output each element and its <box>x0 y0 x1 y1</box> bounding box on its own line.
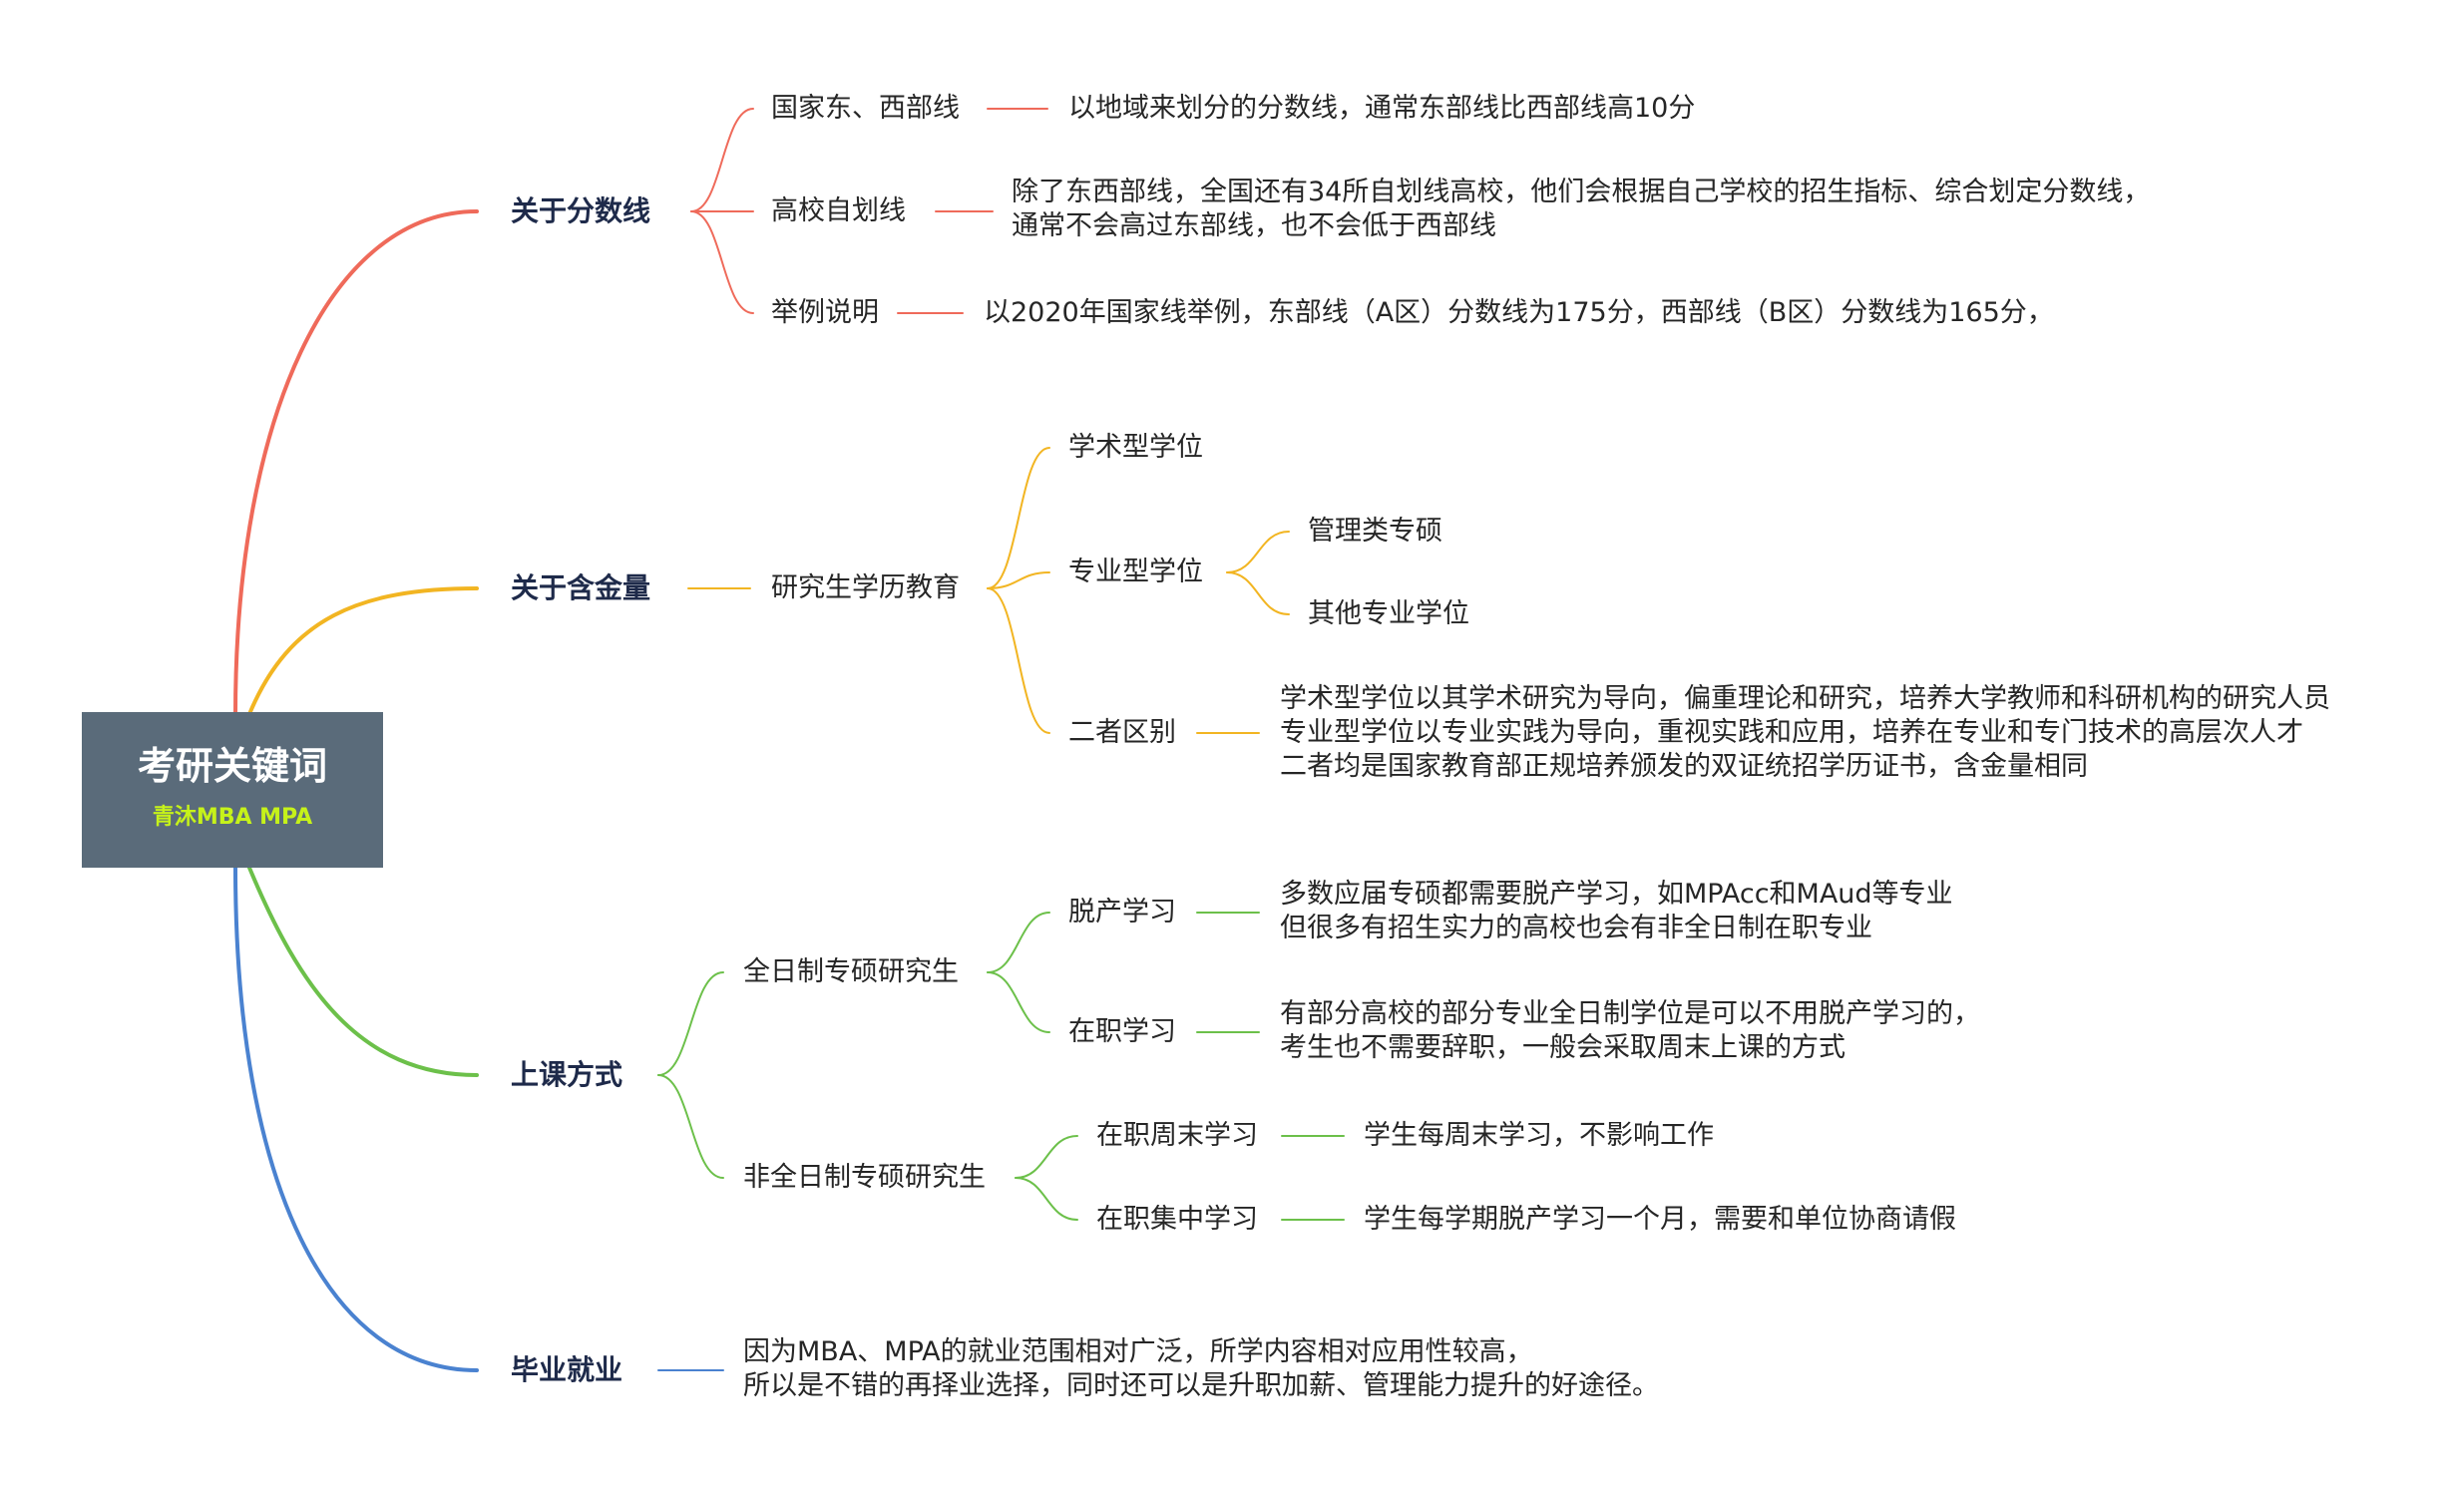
wire-class-pt-2 <box>1015 1177 1078 1221</box>
class-fulltime-offjob[interactable]: 脱产学习 <box>1068 897 1176 928</box>
wire-root-value <box>247 586 479 716</box>
class-parttime-concentrated-desc: 学生每学期脱产学习一个月，需要和单位协商请假 <box>1364 1204 1956 1235</box>
score-self-desc-line-1: 除了东西部线，全国还有34所自划线高校，他们会根据自己学校的招生指标、综合划定分… <box>1012 177 2151 207</box>
branch-value[interactable]: 关于含金量 <box>511 571 651 604</box>
class-parttime-weekend[interactable]: 在职周末学习 <box>1096 1120 1258 1151</box>
value-postgrad-education[interactable]: 研究生学历教育 <box>771 572 960 603</box>
score-item-example[interactable]: 举例说明 <box>771 297 879 328</box>
wire-class-parttime <box>657 1074 724 1179</box>
root-title: 考研关键词 <box>137 744 327 788</box>
class-fulltime[interactable]: 全日制专硕研究生 <box>743 956 959 987</box>
root-subtitle: 青沐MBA MPA <box>152 805 313 830</box>
employment-line-1: 因为MBA、MPA的就业范围相对广泛，所学内容相对应用性较高， <box>743 1336 1533 1367</box>
score-item-east-west-desc: 以地域来划分的分数线，通常东部线比西部线高10分 <box>1068 93 1696 124</box>
value-professional-management[interactable]: 管理类专硕 <box>1308 516 1442 547</box>
score-item-self-desc: 除了东西部线，全国还有34所自划线高校，他们会根据自己学校的招生指标、综合划定分… <box>1012 176 2150 243</box>
value-diff-line-1: 学术型学位以其学术研究为导向，偏重理论和研究，培养大学教师和科研机构的研究人员 <box>1280 683 2330 714</box>
value-professional-degree[interactable]: 专业型学位 <box>1068 557 1203 587</box>
class-offjob-line-2: 但很多有招生实力的高校也会有非全日制在职专业 <box>1280 913 1872 943</box>
wire-score-3 <box>690 210 754 314</box>
class-fulltime-onjob[interactable]: 在职学习 <box>1068 1016 1176 1047</box>
value-difference-desc: 学术型学位以其学术研究为导向，偏重理论和研究，培养大学教师和科研机构的研究人员 … <box>1280 682 2330 784</box>
branch-class-mode[interactable]: 上课方式 <box>511 1058 623 1091</box>
wire-value-prof-1 <box>1226 531 1290 573</box>
value-diff-line-2: 专业型学位以专业实践为导向，重视实践和应用，培养在专业和专门技术的高层次人才 <box>1280 717 2303 748</box>
class-parttime-concentrated[interactable]: 在职集中学习 <box>1096 1204 1258 1235</box>
wire-value-academic <box>987 447 1050 589</box>
class-onjob-line-1: 有部分高校的部分专业全日制学位是可以不用脱产学习的， <box>1280 998 1980 1029</box>
wire-class-ft-2 <box>987 971 1050 1033</box>
employment-desc: 因为MBA、MPA的就业范围相对广泛，所学内容相对应用性较高， 所以是不错的再择… <box>743 1335 1659 1403</box>
class-fulltime-offjob-desc: 多数应届专硕都需要脱产学习，如MPAcc和MAud等专业 但很多有招生实力的高校… <box>1280 878 1953 945</box>
wire-value-prof-2 <box>1226 571 1290 615</box>
score-item-self[interactable]: 高校自划线 <box>771 195 906 226</box>
class-parttime-weekend-desc: 学生每周末学习，不影响工作 <box>1364 1120 1714 1151</box>
wire-class-ft-1 <box>987 912 1050 973</box>
class-onjob-line-2: 考生也不需要辞职，一般会采取周末上课的方式 <box>1280 1032 1846 1063</box>
wire-class-pt-1 <box>1015 1135 1078 1179</box>
wire-value-diff <box>987 587 1050 734</box>
class-parttime[interactable]: 非全日制专硕研究生 <box>743 1162 986 1193</box>
wire-root-score <box>233 209 479 716</box>
value-academic-degree[interactable]: 学术型学位 <box>1068 432 1203 463</box>
value-difference[interactable]: 二者区别 <box>1068 717 1176 748</box>
root-node[interactable]: 考研关键词 青沐MBA MPA <box>82 712 383 868</box>
branch-employment[interactable]: 毕业就业 <box>511 1353 623 1386</box>
wire-root-class <box>247 866 479 1077</box>
score-item-example-desc: 以2020年国家线举例，东部线（A区）分数线为175分，西部线（B区）分数线为1… <box>984 297 2054 328</box>
score-self-desc-line-2: 通常不会高过东部线，也不会低于西部线 <box>1012 210 1496 241</box>
value-professional-other[interactable]: 其他专业学位 <box>1308 598 1469 629</box>
employment-line-2: 所以是不错的再择业选择，同时还可以是升职加薪、管理能力提升的好途径。 <box>743 1370 1659 1401</box>
class-offjob-line-1: 多数应届专硕都需要脱产学习，如MPAcc和MAud等专业 <box>1280 879 1953 910</box>
wire-score-1 <box>690 108 754 212</box>
wire-class-fulltime <box>657 971 724 1076</box>
value-diff-line-3: 二者均是国家教育部正规培养颁发的双证统招学历证书，含金量相同 <box>1280 751 2088 782</box>
score-item-east-west[interactable]: 国家东、西部线 <box>771 93 960 124</box>
wire-value-professional <box>987 571 1050 589</box>
class-fulltime-onjob-desc: 有部分高校的部分专业全日制学位是可以不用脱产学习的， 考生也不需要辞职，一般会采… <box>1280 997 1980 1065</box>
wire-root-job <box>233 866 479 1372</box>
branch-score[interactable]: 关于分数线 <box>511 194 651 227</box>
